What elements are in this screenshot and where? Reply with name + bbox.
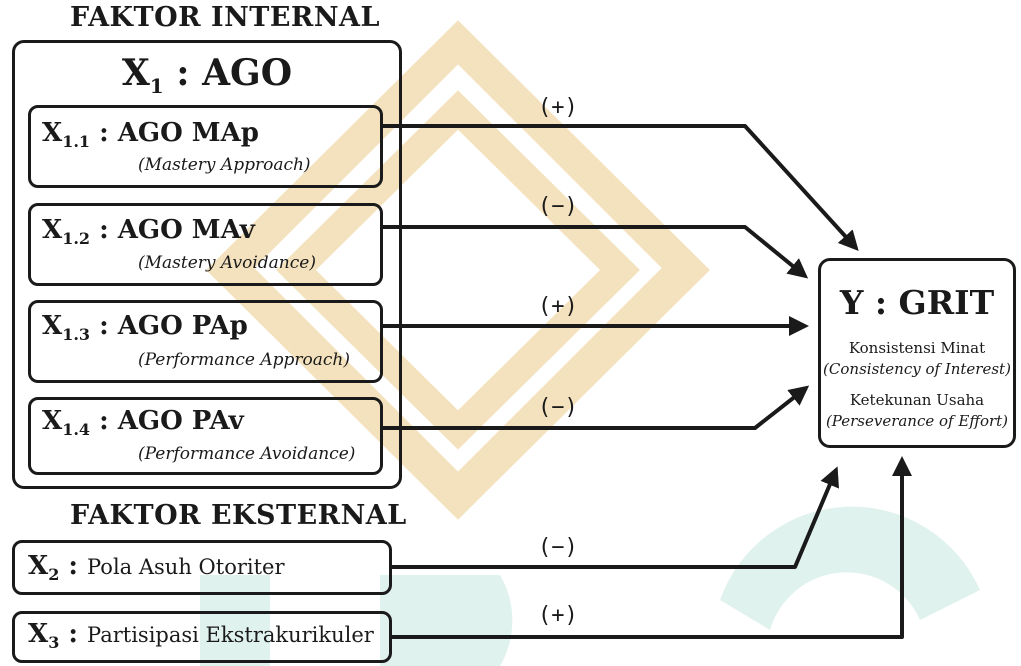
x1-subscript: 1	[149, 74, 164, 99]
x3-box	[12, 611, 392, 663]
x1-4-desc: (Performance Avoidance)	[138, 444, 356, 464]
x1-2-subscript: 1.2	[62, 229, 91, 249]
sign-x1-4: (−)	[538, 395, 578, 420]
x1-3-symbol: X	[42, 311, 63, 341]
y-dim1-en: (Consistency of Interest)	[823, 360, 1011, 378]
x1-4-box	[28, 397, 383, 475]
sign-x1-3: (+)	[538, 294, 578, 319]
y-dim2-en: (Perseverance of Effort)	[825, 412, 1009, 430]
x1-4-subscript: 1.4	[62, 420, 91, 440]
y-dim2: Ketekunan Usaha	[849, 391, 985, 409]
x1-title: X1 : AGO	[12, 52, 402, 98]
x3-symbol: X	[28, 619, 49, 649]
x1-3-desc: (Performance Approach)	[138, 350, 350, 370]
x1-4-symbol: X	[42, 406, 63, 436]
x1-1-subscript: 1.1	[62, 132, 91, 152]
arrow-x1-4	[383, 385, 810, 430]
x1-2-desc: (Mastery Avoidance)	[138, 253, 316, 273]
arrow-x1-1	[383, 124, 859, 251]
x1-1-name: AGO MAp	[117, 118, 259, 148]
sign-x3: (+)	[538, 603, 578, 628]
x1-1-symbol: X	[42, 118, 63, 148]
sign-x1-1: (+)	[538, 95, 578, 120]
x1-4-name: AGO PAv	[117, 406, 244, 436]
x1-3-name: AGO PAp	[117, 311, 248, 341]
y-grit-box: Y : GRIT Konsistensi Minat (Consistency …	[818, 258, 1016, 448]
arrow-x2	[392, 466, 839, 569]
x1-3-subscript: 1.3	[62, 325, 91, 345]
x2-subscript: 2	[48, 565, 60, 585]
x2-label: X2 : Pola Asuh Otoriter	[28, 551, 285, 585]
x1-1-label: X1.1 : AGO MAp	[42, 118, 259, 152]
x1-4-label: X1.4 : AGO PAv	[42, 406, 244, 440]
x3-subscript: 3	[48, 633, 60, 653]
x2-box	[12, 540, 392, 595]
x3-label: X3 : Partisipasi Ekstrakurikuler	[28, 619, 374, 653]
y-dim1: Konsistensi Minat	[848, 339, 986, 357]
arrow-x3	[392, 456, 912, 639]
x2-name: Pola Asuh Otoriter	[87, 555, 285, 579]
x1-3-box	[28, 300, 383, 383]
x1-group-box	[12, 40, 402, 489]
y-title: Y : GRIT	[839, 283, 995, 322]
x2-symbol: X	[28, 551, 49, 581]
heading-internal: FAKTOR INTERNAL	[70, 2, 380, 33]
x1-1-desc: (Mastery Approach)	[138, 155, 311, 175]
heading-external: FAKTOR EKSTERNAL	[70, 500, 407, 531]
x1-2-box	[28, 203, 383, 286]
x1-3-label: X1.3 : AGO PAp	[42, 311, 248, 345]
x1-1-box	[28, 105, 383, 188]
sign-x1-2: (−)	[538, 194, 578, 219]
arrow-x1-2	[383, 225, 809, 279]
sign-x2: (−)	[538, 535, 578, 560]
x3-name: Partisipasi Ekstrakurikuler	[87, 623, 374, 647]
x1-2-label: X1.2 : AGO MAv	[42, 215, 255, 249]
x1-separator: :	[163, 52, 203, 94]
x1-2-symbol: X	[42, 215, 63, 245]
x1-2-name: AGO MAv	[117, 215, 255, 245]
x1-symbol: X	[121, 52, 150, 94]
x1-name: AGO	[202, 52, 293, 94]
